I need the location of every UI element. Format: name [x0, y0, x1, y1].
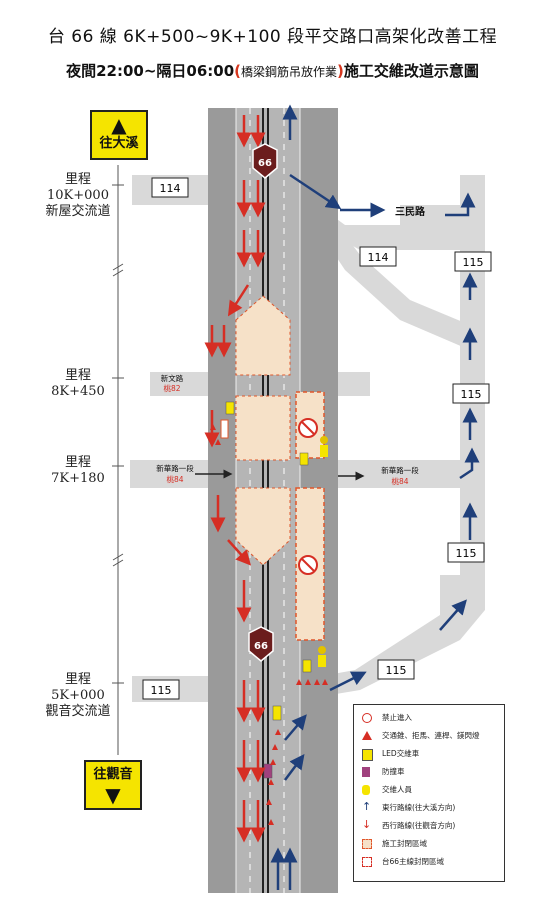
route-boxes — [142, 177, 492, 700]
crossing-arrows — [195, 469, 365, 481]
subtitle-work: 橋梁鋼筋吊放作業 — [241, 65, 338, 79]
no-entry-icon — [362, 713, 372, 723]
route-66-label-south: 66 — [254, 641, 268, 652]
legend-label: 交通錐、拒馬、連桿、鎂閃燈 — [382, 731, 480, 740]
legend-label: LED交維車 — [382, 749, 420, 758]
legend-item-led-sign: LED交維車 — [354, 747, 504, 761]
road-code-xinhua-right: 桃84 — [391, 476, 408, 486]
road-code-xinhua-left: 桃84 — [166, 474, 183, 484]
road-name-xinwen: 新文路 — [161, 373, 184, 383]
milepost-8k: 里程 8K+450 — [32, 368, 124, 400]
route-115-bottom: 115 — [386, 664, 407, 677]
subtitle-tail: 施工交維改道示意圖 — [343, 62, 479, 80]
legend-label: 西行路線(往觀音方向) — [382, 821, 456, 830]
milepost-5k: 里程 5K+000 觀音交流道 — [32, 672, 124, 720]
flagger-icon — [362, 785, 370, 795]
no-entry-signs — [298, 418, 318, 575]
legend-item-no-entry: 禁止進入 — [354, 711, 504, 725]
route-115-low: 115 — [456, 547, 477, 560]
arrow-down-icon: ▼ — [105, 783, 121, 807]
milepost-label: 里程 — [64, 455, 91, 470]
legend-label: 施工封閉區域 — [382, 839, 427, 848]
subtitle-close-paren: ) — [337, 62, 344, 80]
route-66-shield-south — [248, 626, 274, 662]
route-115-top: 115 — [463, 256, 484, 269]
subtitle-open-paren: ( — [234, 62, 242, 80]
south-direction-sign: 往觀音 ▼ — [84, 760, 142, 810]
legend-item-eastbound: ↑ 東行路線(往大溪方向) — [354, 801, 504, 815]
milepost-value: 8K+450 — [51, 384, 105, 399]
legend-item-traffic-cone: 交通錐、拒馬、連桿、鎂閃燈 — [354, 729, 504, 743]
work-zones — [235, 295, 325, 641]
milepost-7k: 里程 7K+180 — [32, 455, 124, 487]
route-66-label-north: 66 — [258, 158, 272, 169]
route-66-shield-north — [252, 143, 278, 179]
milepost-label: 里程 — [64, 172, 91, 187]
traffic-cones — [210, 424, 328, 825]
route-115-left: 115 — [151, 684, 172, 697]
route-114-mid: 114 — [368, 251, 389, 264]
work-vehicles — [220, 401, 312, 779]
legend-item-closure-zone: 台66主線封閉區域 — [354, 855, 504, 869]
westbound-arrow-icon: ↓ — [362, 818, 372, 831]
eastbound-arrow-icon: ↑ — [362, 800, 372, 813]
legend-item-crash-truck: 防撞車 — [354, 765, 504, 779]
legend: 禁止進入 交通錐、拒馬、連桿、鎂閃燈 LED交維車 防撞車 交維人員 ↑ 東行路… — [353, 704, 505, 882]
route-114-left: 114 — [160, 182, 181, 195]
milepost-value: 10K+000 — [47, 188, 109, 203]
milepost-value: 5K+000 — [51, 688, 105, 703]
main-road — [208, 108, 338, 893]
milepost-note: 新屋交流道 — [45, 204, 111, 219]
legend-item-flagger: 交維人員 — [354, 783, 504, 797]
legend-item-work-zone: 施工封閉區域 — [354, 837, 504, 851]
milepost-label: 里程 — [64, 368, 91, 383]
road-name-xinhua-right: 新華路一段 — [381, 465, 419, 475]
legend-label: 禁止進入 — [382, 713, 412, 722]
milepost-value: 7K+180 — [51, 471, 105, 486]
flaggers — [318, 436, 328, 667]
closure-zone-icon — [362, 857, 372, 867]
north-direction-label: 往大溪 — [99, 136, 139, 151]
work-zone-icon — [362, 839, 372, 849]
road-name-sanmin: 三民路 — [395, 205, 426, 218]
milepost-note: 觀音交流道 — [45, 704, 111, 719]
page-title: 台 66 線 6K+500~9K+100 段平交路口高架化改善工程 — [47, 27, 498, 47]
north-direction-sign: ▲ 往大溪 — [90, 110, 148, 160]
westbound-arrows — [204, 115, 266, 843]
traffic-cone-icon — [362, 731, 372, 740]
legend-label: 台66主線封閉區域 — [382, 857, 445, 866]
legend-item-westbound: ↓ 西行路線(往觀音方向) — [354, 819, 504, 833]
legend-label: 防撞車 — [382, 767, 405, 776]
legend-label: 交維人員 — [382, 785, 412, 794]
crash-truck-icon — [362, 767, 370, 777]
milepost-10k: 里程 10K+000 新屋交流道 — [32, 172, 124, 220]
road-name-xinhua-left: 新華路一段 — [156, 463, 194, 473]
legend-label: 東行路線(往大溪方向) — [382, 803, 456, 812]
page-subtitle: 夜間22:00~隔日06:00(橋梁鋼筋吊放作業)施工交維改道示意圖 — [0, 60, 545, 81]
route-115-mid: 115 — [461, 388, 482, 401]
road-code-xinwen: 桃82 — [163, 383, 180, 393]
led-sign-icon — [362, 749, 373, 761]
side-roads — [130, 175, 485, 702]
subtitle-time: 夜間22:00~隔日06:00 — [66, 62, 235, 80]
arrow-up-icon: ▲ — [111, 113, 127, 137]
south-direction-label: 往觀音 — [93, 767, 133, 782]
milepost-label: 里程 — [64, 672, 91, 687]
